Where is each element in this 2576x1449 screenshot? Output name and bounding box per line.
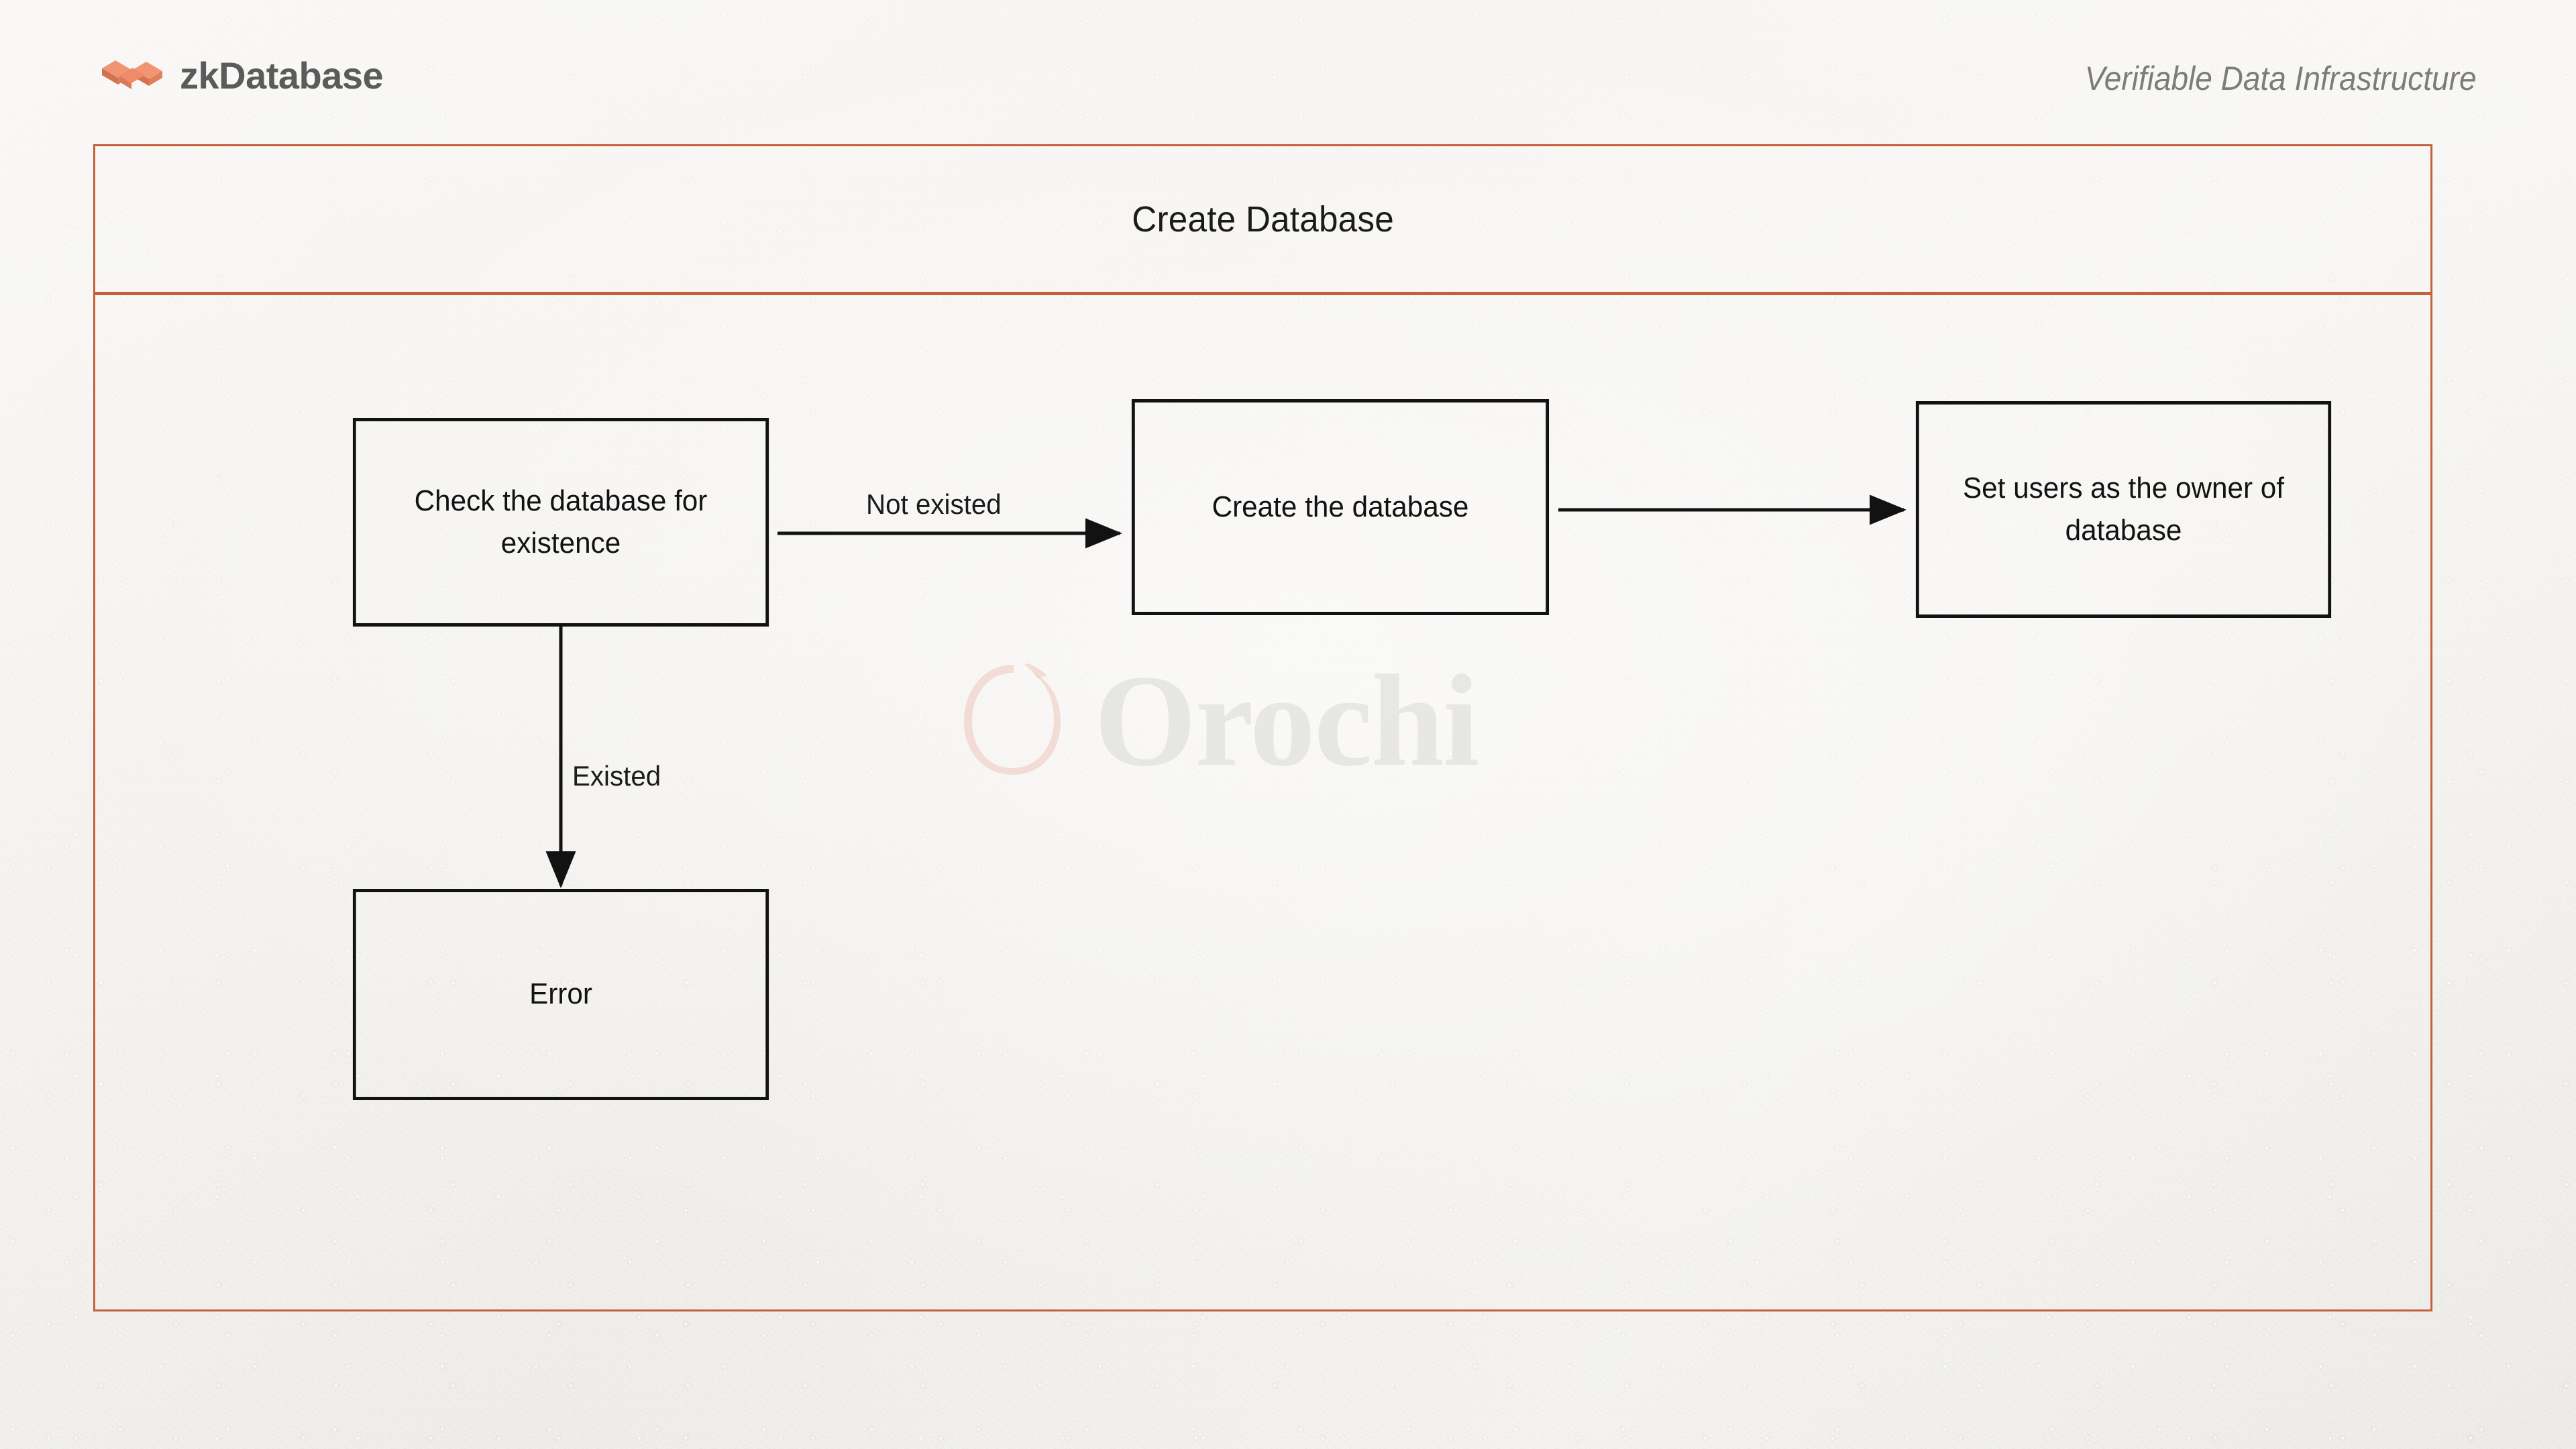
header-tagline: Verifiable Data Infrastructure (2085, 60, 2477, 97)
page-title: Create Database (1132, 199, 1394, 239)
slide-header: zkDatabase Verifiable Data Infrastructur… (0, 0, 2576, 141)
brand-lockup: zkDatabase (99, 54, 384, 97)
zkdatabase-cubes-logo-icon (99, 55, 165, 97)
brand-name: zkDatabase (180, 54, 384, 97)
edge-label-existed: Existed (572, 760, 661, 792)
edge-label-not-existed: Not existed (866, 488, 1002, 520)
content-panel: Create Database (93, 144, 2432, 1311)
flow-node-create-database[interactable]: Create the database (1131, 399, 1550, 615)
flow-node-error[interactable]: Error (352, 889, 769, 1100)
flow-node-check-database-existence[interactable]: Check the database for existence (352, 418, 769, 627)
flow-node-set-users-as-owner[interactable]: Set users as the owner of database (1915, 401, 2332, 618)
panel-title-bar: Create Database (95, 146, 2430, 295)
